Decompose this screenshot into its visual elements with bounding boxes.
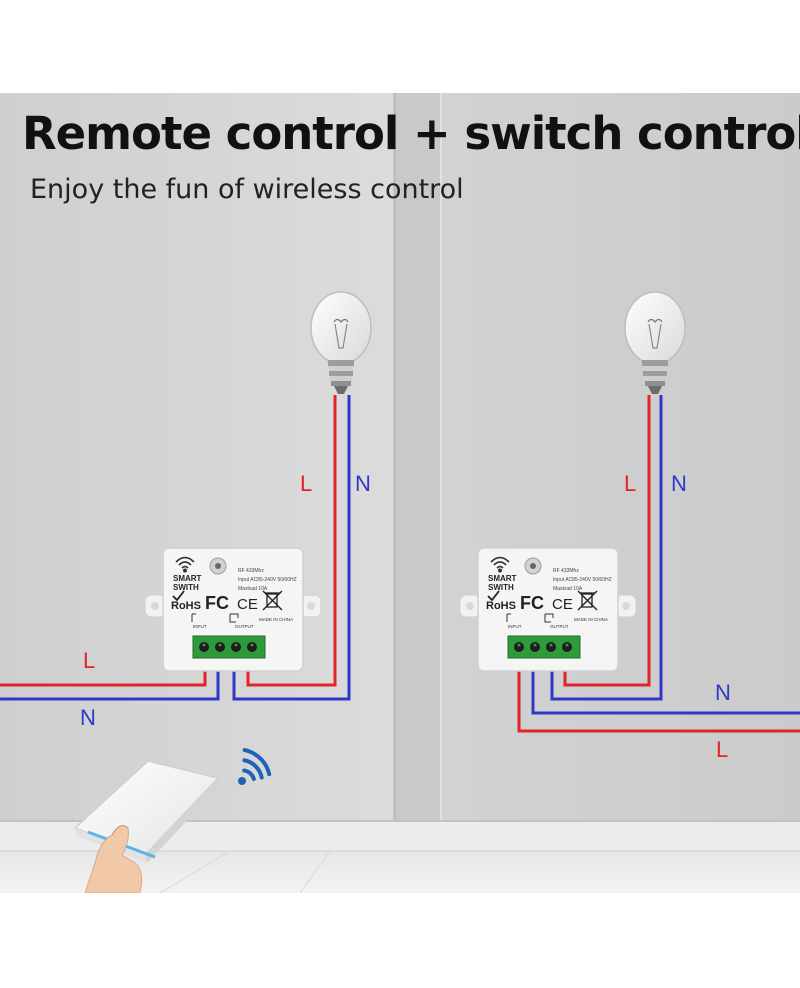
- terminal-block: [192, 635, 266, 659]
- wire-label-right-input-live: L: [716, 737, 729, 762]
- wifi-icon: [175, 556, 195, 573]
- wire-label-right-lamp-live: L: [624, 471, 637, 496]
- light-bulb-icon: [624, 291, 686, 394]
- cert-fc: FC: [205, 593, 229, 613]
- subheadline: Enjoy the fun of wireless control: [30, 174, 464, 205]
- terminal-block: [507, 635, 581, 659]
- hand-icon: [84, 825, 143, 893]
- light-bulb-icon: [310, 291, 372, 394]
- rf-spec: RF 433Mhz: [238, 568, 264, 574]
- smart-switch-module: SMART SWITH RF 433Mhz Input AC85-240V 50…: [459, 547, 637, 672]
- check-icon: [172, 590, 185, 602]
- wiring-illustration: SMART SWITH RF 433Mhz Input AC85-240V 50…: [0, 93, 800, 893]
- made-in: MADE IN CHINA: [259, 617, 293, 622]
- wire-label-left-input-live: L: [83, 648, 96, 673]
- weee-bin-icon: [577, 590, 598, 611]
- cert-fc: FC: [520, 593, 544, 613]
- input-spec: Input AC85-240V 50/60HZ: [238, 577, 297, 583]
- wifi-icon: [490, 556, 510, 573]
- input-label: INPUT: [508, 624, 522, 629]
- brand-line2: SWITH: [488, 583, 514, 592]
- wire-label-left-lamp-live: L: [300, 471, 313, 496]
- output-label: OUTPUT: [235, 624, 254, 629]
- brand-line2: SWITH: [173, 583, 199, 592]
- left-wall: [0, 93, 400, 893]
- right-circuit-wires: [517, 395, 800, 733]
- max-load: Maxload 10A: [238, 586, 268, 592]
- wire-label-right-lamp-neutral: N: [671, 471, 687, 496]
- wall-corner: [393, 93, 441, 893]
- input-label: INPUT: [193, 624, 207, 629]
- rf-spec: RF 433Mhz: [553, 568, 579, 574]
- cert-rohs: RoHS: [486, 600, 516, 612]
- left-circuit-wires: [0, 395, 351, 701]
- output-label: OUTPUT: [550, 624, 569, 629]
- smart-switch-module: SMART SWITH RF 433Mhz Input AC85-240V 50…: [144, 547, 322, 672]
- cert-rohs: RoHS: [171, 600, 201, 612]
- made-in: MADE IN CHINA: [574, 617, 608, 622]
- headline: Remote control + switch control: [22, 107, 800, 160]
- check-icon: [487, 590, 500, 602]
- brand-line1: SMART: [488, 574, 517, 583]
- weee-bin-icon: [262, 590, 283, 611]
- wire-label-left-input-neutral: N: [80, 705, 96, 730]
- cert-ce: CE: [552, 596, 573, 613]
- input-spec: Input AC85-240V 50/60HZ: [553, 577, 612, 583]
- scene: SMART SWITH RF 433Mhz Input AC85-240V 50…: [0, 93, 800, 893]
- brand-line1: SMART: [173, 574, 202, 583]
- max-load: Maxload 10A: [553, 586, 583, 592]
- right-wall: [400, 93, 800, 893]
- wire-label-right-input-neutral: N: [715, 680, 731, 705]
- cert-ce: CE: [237, 596, 258, 613]
- wireless-signal-icon: [238, 748, 272, 785]
- wire-label-left-lamp-neutral: N: [355, 471, 371, 496]
